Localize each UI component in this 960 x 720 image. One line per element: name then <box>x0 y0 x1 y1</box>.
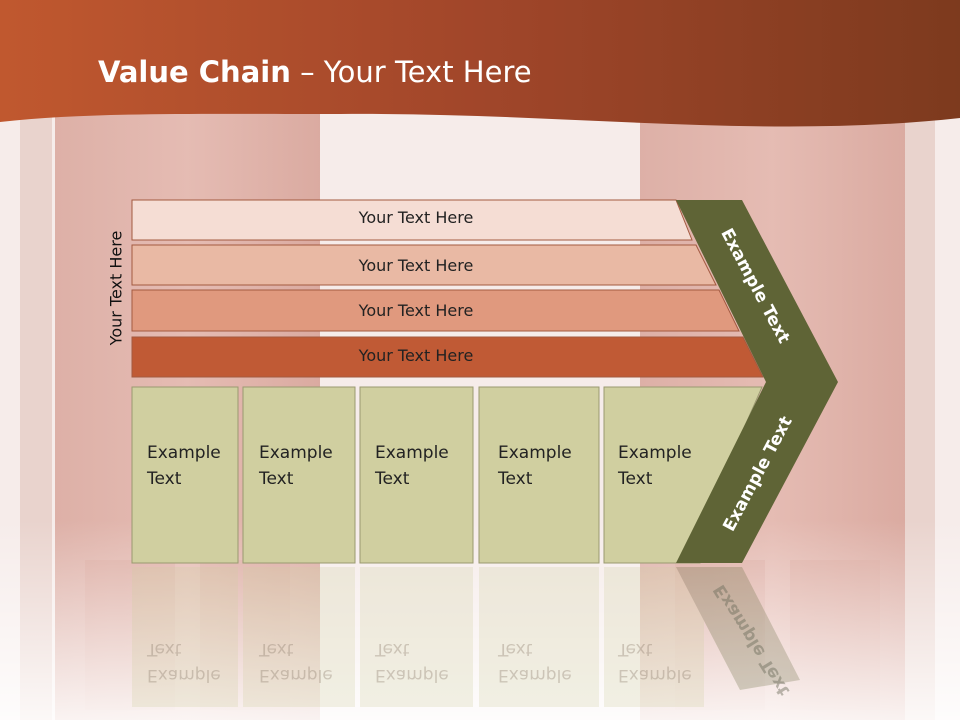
title-rest: – Your Text Here <box>290 55 532 89</box>
header-banner <box>0 0 960 127</box>
band-2 <box>131 244 717 286</box>
slide-title: Value Chain – Your Text Here <box>98 55 532 89</box>
chevron-arrow <box>676 200 838 563</box>
box-2 <box>242 386 356 564</box>
band-4 <box>131 336 764 378</box>
box-3 <box>359 386 474 564</box>
band-1-label: Your Text Here <box>358 208 474 227</box>
title-bold: Value Chain <box>98 55 291 89</box>
side-label: Your Text Here <box>106 230 126 346</box>
band-3 <box>131 289 740 332</box>
band-1 <box>131 199 693 241</box>
box-4 <box>478 386 600 564</box>
box-1 <box>131 386 239 564</box>
band-4-label: Your Text Here <box>358 346 474 365</box>
band-3-label: Your Text Here <box>358 301 474 320</box>
band-2-label: Your Text Here <box>358 256 474 275</box>
